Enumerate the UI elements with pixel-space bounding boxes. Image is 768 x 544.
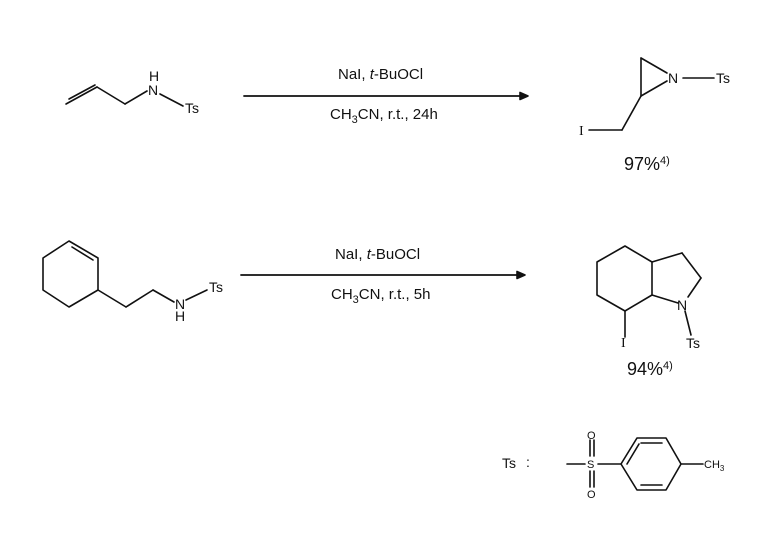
atom-n: N	[148, 82, 158, 98]
arrow-head-icon	[516, 270, 526, 280]
product-1: N Ts I	[579, 57, 730, 139]
bond	[651, 252, 683, 263]
bond	[96, 86, 126, 105]
bond	[124, 90, 148, 105]
atom-n: N	[175, 296, 185, 312]
bond	[640, 80, 668, 97]
legend-label: Ts	[502, 455, 516, 471]
bond	[152, 289, 175, 303]
atom-i: I	[621, 336, 626, 351]
bond	[684, 310, 692, 336]
bond	[65, 86, 98, 105]
atom-h: H	[149, 68, 159, 84]
bond	[97, 289, 127, 308]
bond	[687, 277, 702, 298]
yield-1: 97%4)	[624, 154, 670, 174]
conditions-above-2: NaI, t-BuOCl	[335, 246, 420, 263]
bond	[159, 93, 184, 107]
atom-s: S	[587, 459, 594, 471]
cyclohexene-ring	[42, 240, 99, 308]
substrate-1: H N Ts	[65, 68, 199, 116]
conditions-above-1: NaI, t-BuOCl	[338, 66, 423, 83]
atom-n: N	[668, 70, 678, 86]
double-bond	[71, 246, 94, 261]
yield-2: 94%4)	[627, 359, 673, 379]
atom-i: I	[579, 124, 584, 139]
atom-ts: Ts	[185, 100, 199, 116]
reaction-arrow-2	[240, 270, 526, 280]
double-bond	[68, 84, 96, 100]
aromatic-bond	[626, 443, 640, 465]
atom-ch3: CH3	[704, 459, 725, 473]
conditions-below-1: CH3CN, r.t., 24h	[330, 106, 438, 126]
atom-ts: Ts	[686, 335, 700, 351]
bond	[125, 289, 154, 308]
conditions-below-2: CH3CN, r.t., 5h	[331, 286, 431, 306]
arrow-head-icon	[519, 91, 529, 101]
atom-ts: Ts	[716, 70, 730, 86]
atom-ts: Ts	[209, 279, 223, 295]
reaction-arrow-1	[243, 91, 529, 101]
legend-colon: :	[526, 454, 530, 470]
product-2: N Ts I	[596, 245, 702, 351]
bond	[621, 95, 642, 131]
substrate-2: N H Ts	[42, 240, 223, 324]
bond	[681, 252, 702, 279]
bond	[651, 294, 679, 304]
bond	[640, 57, 668, 74]
bond	[185, 289, 208, 301]
benzene-ring	[620, 437, 682, 491]
cyclohexane-ring	[596, 245, 653, 312]
atom-h: H	[175, 308, 185, 324]
atom-n: N	[677, 297, 687, 313]
ts-legend: Ts : S O O CH3	[502, 430, 725, 501]
atom-o-bottom: O	[587, 489, 596, 501]
atom-o-top: O	[587, 430, 596, 442]
